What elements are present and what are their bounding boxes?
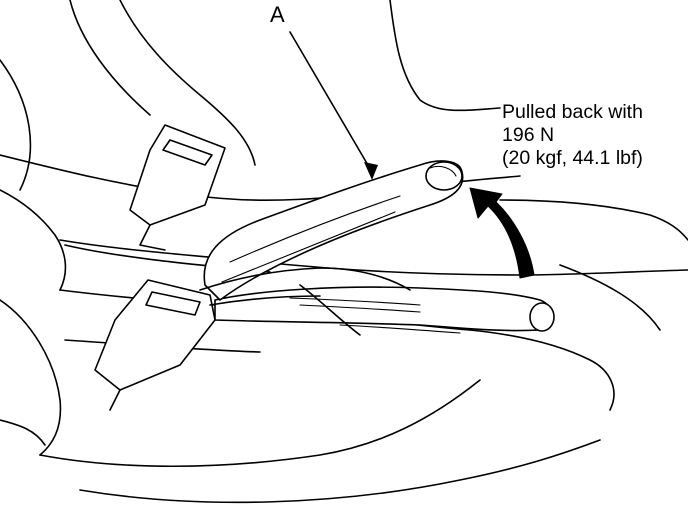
callout-leader-a <box>289 31 378 180</box>
seat-belt-buckle-lower <box>94 279 216 411</box>
force-annotation-line3: (20 kgf, 44.1 lbf) <box>502 147 643 169</box>
lever-raised-position <box>203 160 464 301</box>
callout-label-a: A <box>270 2 285 27</box>
seat-belt-buckle-upper <box>129 124 226 251</box>
lever-lowered-position <box>214 286 555 334</box>
force-annotation: Pulled back with 196 N (20 kgf, 44.1 lbf… <box>502 101 643 170</box>
force-annotation-line1: Pulled back with <box>502 101 643 123</box>
force-annotation-line2: 196 N <box>502 124 555 146</box>
pull-direction-arrow <box>469 187 535 279</box>
console-outline <box>0 0 688 504</box>
lever-boot <box>199 267 411 336</box>
